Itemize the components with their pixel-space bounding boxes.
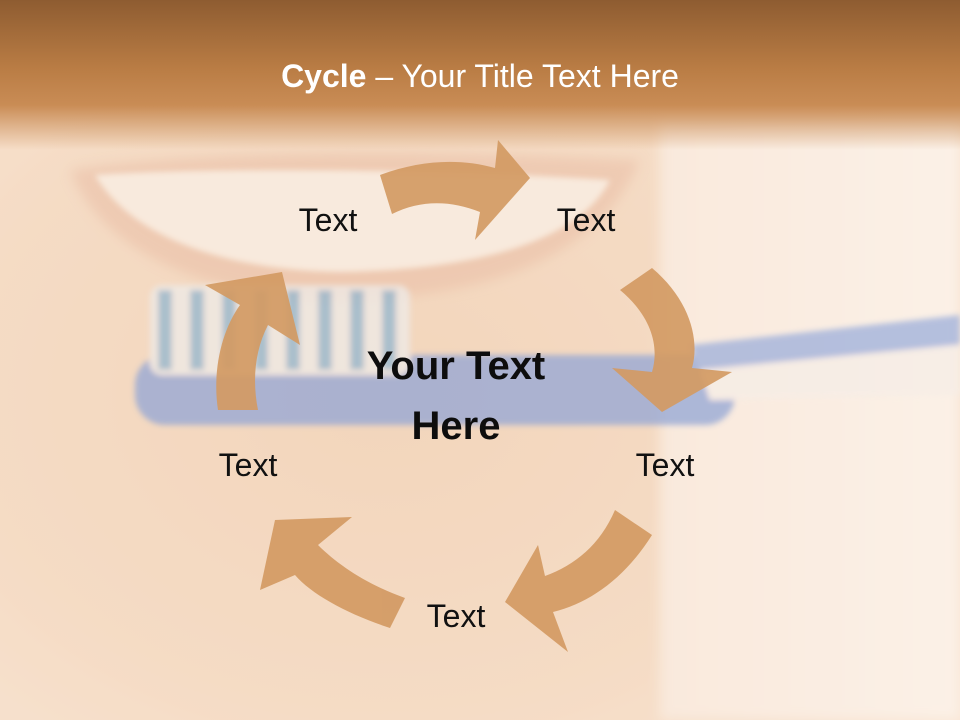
slide-title: Cycle – Your Title Text Here [0, 56, 960, 96]
cycle-arrow-5 [205, 272, 300, 410]
cycle-node-label-right: Text [635, 447, 695, 483]
cycle-arrow-4 [260, 517, 405, 628]
cycle-arrow-3 [505, 510, 652, 652]
cycle-arrow-1 [380, 140, 530, 240]
cycle-node-label-top-left: Text [298, 202, 358, 238]
cycle-arrow-2 [612, 268, 732, 412]
cycle-node-label-top-right: Text [556, 202, 616, 238]
title-bold: Cycle [281, 58, 367, 94]
cycle-node-label-bottom: Text [426, 598, 486, 634]
title-rest: – Your Title Text Here [366, 58, 679, 94]
center-text: Your Text Here [366, 344, 546, 448]
title-bar [0, 0, 960, 150]
cycle-node-label-left: Text [218, 447, 278, 483]
